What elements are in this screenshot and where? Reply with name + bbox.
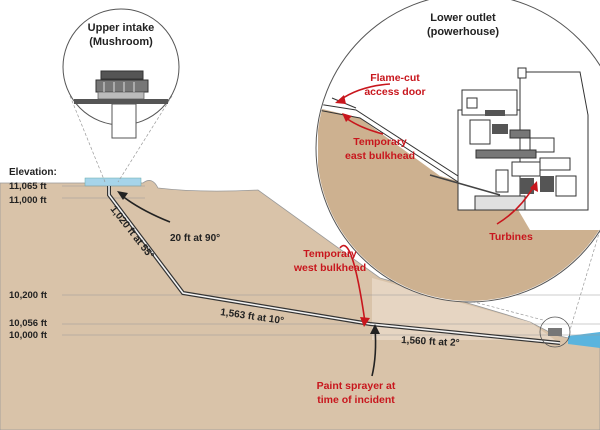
elevation-10056: 10,056 ft [9, 318, 48, 329]
penstock-tunnel [107, 186, 561, 345]
lower-river-water [568, 332, 600, 348]
elevation-10200: 10,200 ft [9, 290, 48, 301]
elevation-11000: 11,000 ft [9, 195, 47, 206]
ground-lower-slope [372, 278, 555, 340]
segment-shaft-top: 20 ft at 90° [170, 233, 220, 244]
elevation-10000: 10,000 ft [9, 330, 48, 341]
flame-cut-label-1: Flame-cut [370, 72, 420, 84]
west-bulkhead-label-1: Temporary [303, 248, 357, 260]
ground-profile [0, 180, 600, 430]
turbines-label: Turbines [489, 231, 533, 243]
flame-cut-label-2: access door [364, 86, 425, 98]
segment-lower: 1,560 ft at 2° [401, 335, 460, 349]
powerhouse-detail [317, 67, 600, 301]
east-bulkhead-label-2: east bulkhead [345, 150, 415, 162]
red-pointer-arrows [339, 83, 535, 323]
elevation-title: Elevation: [9, 167, 57, 178]
elevation-11065: 11,065 ft [9, 181, 47, 192]
upper-intake-subtitle: (Mushroom) [89, 36, 153, 48]
upper-reservoir-water [84, 177, 142, 187]
lower-outlet-subtitle: (powerhouse) [427, 26, 499, 38]
dark-arrow-heads [117, 191, 380, 334]
red-arrow-heads [335, 95, 538, 327]
east-bulkhead-label-1: Temporary [353, 136, 407, 148]
upper-intake-title: Upper intake [88, 22, 155, 34]
upper-intake-magnifier [62, 8, 180, 183]
west-bulkhead-label-2: west bulkhead [293, 262, 366, 274]
paint-sprayer-label-2: time of incident [317, 394, 395, 406]
paint-sprayer-label-1: Paint sprayer at [317, 380, 396, 392]
lower-outlet-title: Lower outlet [430, 12, 496, 24]
